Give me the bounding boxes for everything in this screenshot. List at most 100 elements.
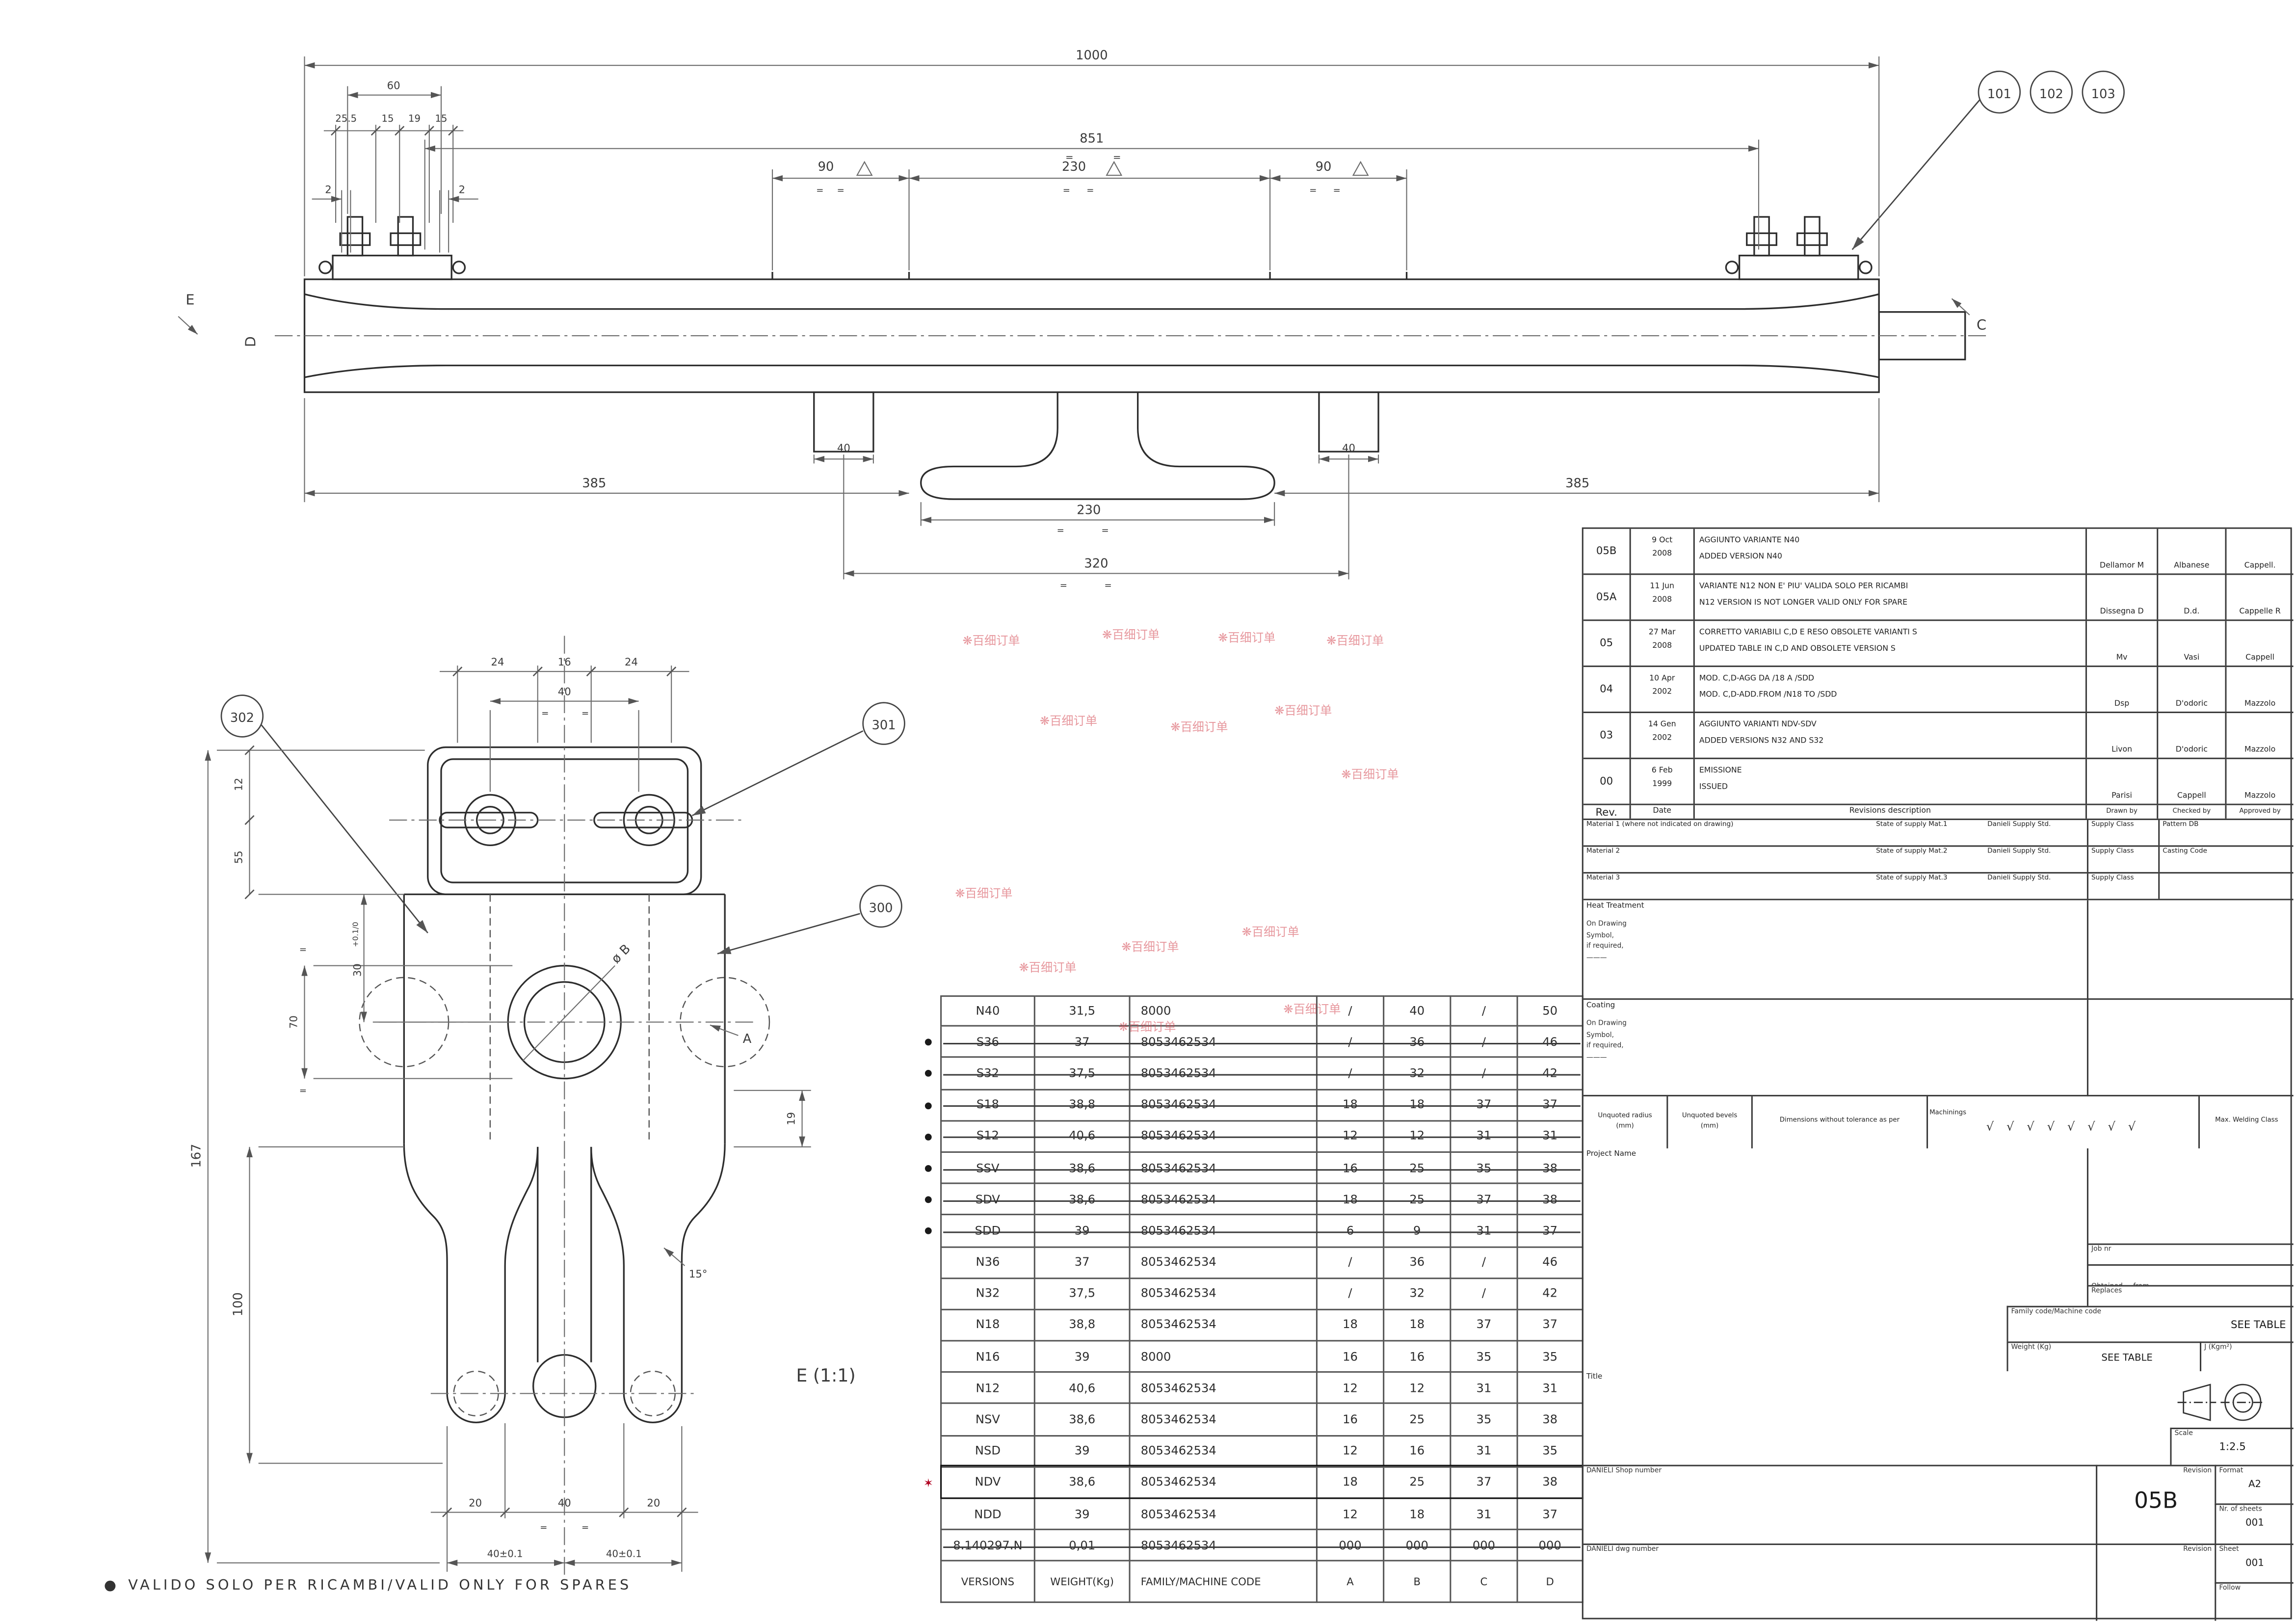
revision-date: 6 Feb 1999 [1631, 759, 1695, 804]
material-supply-std: Danieli Supply Std. [1987, 821, 2051, 829]
symmetry-mark: = [1060, 581, 1067, 591]
versions-table-header: VERSIONS WEIGHT(Kg) FAMILY/MACHINE CODE … [917, 1562, 1583, 1604]
dim-b-value: 18 [1384, 1090, 1451, 1121]
header-d: D [1518, 1562, 1583, 1604]
version-name: S18 [940, 1090, 1035, 1121]
dim-b-value: 25 [1384, 1152, 1451, 1184]
callout-300: 300 [869, 901, 893, 916]
dim-d-value: 42 [1518, 1058, 1583, 1090]
row-marker [917, 1499, 940, 1530]
table-row: NSD 39 8053462534 12 16 31 35 [917, 1436, 1583, 1468]
family-code-value: SEE TABLE [2231, 1318, 2286, 1331]
point-a-label: A [743, 1032, 752, 1046]
dim-d-value: 35 [1518, 1436, 1583, 1468]
format-cell: Format A2 [2215, 1464, 2294, 1504]
version-name: N16 [940, 1341, 1035, 1373]
weight-value: 37,5 [1035, 1058, 1131, 1090]
revision-approved-by: Cappell [2245, 653, 2275, 663]
table-row: N32 37,5 8053462534 / 32 / 42 [917, 1278, 1583, 1310]
sheet-value: 001 [2245, 1556, 2264, 1568]
obtained-label-2: from [2133, 1283, 2149, 1285]
revision-checked-by: D.d. [2158, 575, 2227, 620]
revision-row: 03 14 Gen 2002 AGGIUNTO VARIANTI NDV-SDV… [1583, 713, 2294, 759]
callout-302: 302 [230, 711, 254, 725]
revision-description: VARIANTE N12 NON E' PIU' VALIDA SOLO PER… [1695, 575, 2087, 620]
revision-desc-it: VARIANTE N12 NON E' PIU' VALIDA SOLO PER… [1699, 582, 1908, 591]
table-row: N16 39 8000 16 16 35 35 [917, 1341, 1583, 1373]
revision-drawn-by: Parisi [2087, 759, 2159, 804]
material-row: Material 1 (where not indicated on drawi… [1583, 820, 2294, 847]
weight-value: 38,6 [1035, 1404, 1131, 1436]
dim-label: 320 [1084, 556, 1108, 571]
version-name: SDV [940, 1184, 1035, 1216]
family-code: 8053462534 [1130, 1310, 1318, 1342]
title-cell: Title [1583, 1371, 2294, 1465]
dim-c-value: / [1451, 1278, 1518, 1310]
symmetry-mark: = [816, 186, 823, 196]
revision-code: 03 [1583, 713, 1631, 758]
job-nr-cell: Job nr [2086, 1243, 2294, 1264]
family-code: 8053462534 [1130, 1121, 1318, 1153]
dim-c-value: 35 [1451, 1152, 1518, 1184]
centerlines [274, 335, 1988, 1578]
dim-a-value: / [1317, 1247, 1385, 1279]
dim-d-value: 31 [1518, 1121, 1583, 1153]
symmetry-mark: = [837, 186, 845, 196]
heat-treatment-empty [2086, 900, 2294, 1000]
unquoted-bevels-unit: (mm) [1700, 1122, 1719, 1130]
tolerance-dim: 40±0.1 [487, 1548, 523, 1559]
projection-symbol [2175, 1380, 2270, 1425]
revision-header-desc: Revisions description [1695, 805, 2087, 819]
revision-date-year: 2002 [1652, 688, 1672, 697]
dim-label: 19 [785, 1112, 797, 1125]
coating-symbol-note-1: On Drawing [1586, 1020, 1627, 1028]
revision-approved-by: Cappelle R [2239, 608, 2281, 617]
coating-symbol-note-3: if required, [1586, 1042, 1624, 1051]
table-row: NSV 38,6 8053462534 16 25 35 38 [917, 1404, 1583, 1436]
revision-date-year: 2008 [1652, 642, 1672, 651]
revision-desc-it: AGGIUNTO VARIANTE N40 [1699, 536, 1800, 545]
table-row: NDD 39 8053462534 12 18 31 37 [917, 1499, 1583, 1531]
dim-a-value: 12 [1317, 1499, 1385, 1531]
revision-desc-it: CORRETTO VARIABILI C,D E RESO OBSOLETE V… [1699, 628, 1917, 638]
project-continuation [1583, 1306, 2007, 1371]
header-a: A [1317, 1562, 1385, 1604]
dim-label: 30 [351, 963, 364, 977]
family-code-cell: Family code/Machine code SEE TABLE [2006, 1305, 2294, 1342]
dim-c-value: 37 [1451, 1467, 1518, 1499]
version-name: SDD [940, 1216, 1035, 1248]
revision-code: 05 [1583, 621, 1631, 666]
version-name: SSV [940, 1152, 1035, 1184]
table-row: ● S36 37 8053462534 / 36 / 46 [917, 1027, 1583, 1059]
dim-b-value: 000 [1384, 1530, 1451, 1562]
family-code: 8053462534 [1130, 1467, 1318, 1499]
coating-dash: ——— [1586, 1054, 1607, 1062]
dim-label: 40 [558, 1496, 571, 1509]
heat-treatment-label: Heat Treatment [1586, 902, 1644, 911]
project-name-label: Project Name [1586, 1149, 1636, 1159]
angle-label: 15° [689, 1268, 708, 1280]
dim-d-value: 42 [1518, 1278, 1583, 1310]
dim-b-value: 25 [1384, 1467, 1451, 1499]
section-letter-d: D [242, 336, 259, 347]
symmetry-mark: = [581, 708, 589, 719]
dim-label: 25.5 [335, 113, 357, 124]
revision-date: 11 Jun 2008 [1631, 575, 1695, 620]
unquoted-radius-label: Unquoted radius [1598, 1113, 1652, 1121]
revision-checked-by: D'odoric [2158, 713, 2227, 758]
dim-c-value: / [1451, 1247, 1518, 1279]
material-label: Material 3 [1586, 875, 1620, 883]
material-row: Material 3 State of supply Mat.3 Danieli… [1583, 873, 2294, 901]
weight-label: Weight (Kg) [2011, 1344, 2052, 1352]
weight-value: 38,6 [1035, 1467, 1131, 1499]
tolerance-standard-cell: Dimensions without tolerance as per [1753, 1096, 1928, 1148]
dim-b-value: 12 [1384, 1373, 1451, 1405]
version-name: S36 [940, 1027, 1035, 1059]
symmetry-mark: = [581, 1522, 589, 1533]
row-marker: ● [924, 1163, 932, 1174]
material-supply-state: State of supply Mat.3 [1876, 875, 1948, 883]
dim-a-value: 12 [1317, 1373, 1385, 1405]
dim-c-value: 31 [1451, 1121, 1518, 1153]
dim-a-value: / [1317, 995, 1385, 1027]
